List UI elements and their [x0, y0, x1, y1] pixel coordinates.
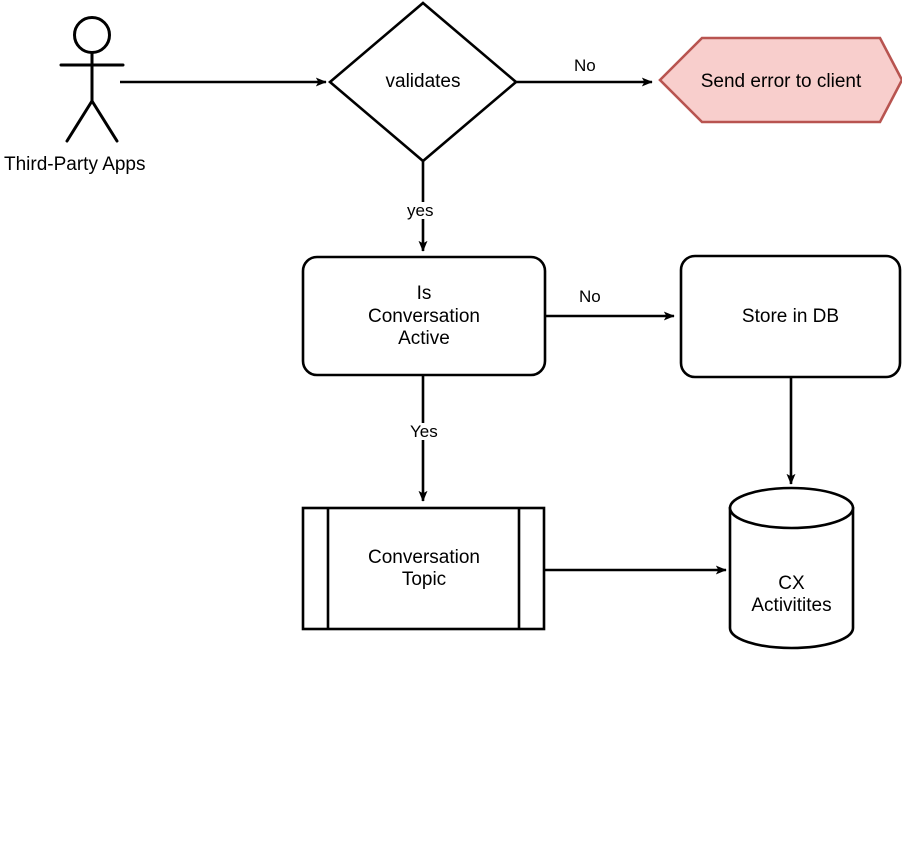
node-send-error-shape[interactable]	[658, 36, 902, 124]
node-cx-activities-shape[interactable]	[728, 486, 855, 650]
actor-label: Third-Party Apps	[4, 154, 146, 175]
edge-label-validates-no: No	[572, 56, 598, 75]
actor-stick-figure-icon	[59, 16, 125, 143]
node-validates-shape[interactable]	[327, 1, 519, 163]
node-store-in-db-shape[interactable]	[679, 254, 902, 379]
edge-label-validates-yes: yes	[405, 201, 436, 220]
node-is-conversation-active-shape[interactable]	[301, 255, 547, 377]
edge-label-active-yes: Yes	[408, 422, 440, 441]
node-conversation-topic-shape[interactable]	[301, 506, 546, 631]
edge-label-active-no: No	[577, 287, 603, 306]
